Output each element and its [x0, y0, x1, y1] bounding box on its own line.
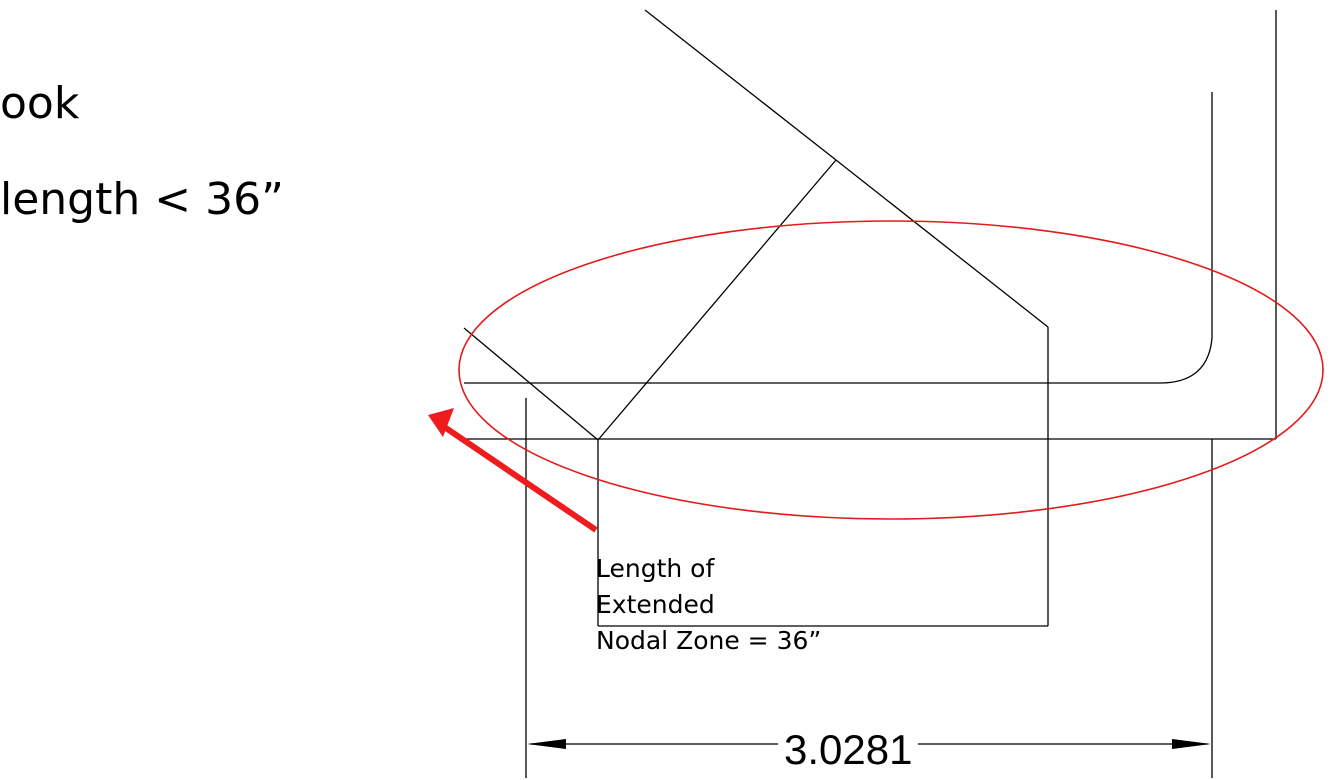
upper-right-diagonal-line [835, 159, 1049, 328]
dimension-arrow-right [1172, 739, 1211, 749]
nodal-zone-highlight-ellipse [458, 220, 1324, 520]
top-diagonal-line [644, 9, 837, 161]
left-diagonal-line [463, 327, 599, 441]
callout-label-block: Length of Extended Nodal Zone = 36” [596, 551, 836, 659]
callout-arrowhead [428, 408, 454, 437]
callout-label-line-2: Nodal Zone = 36” [596, 626, 822, 655]
bullet-text-line-1: ook [0, 78, 80, 129]
bullet-text-line-2: length < 36” [0, 174, 284, 225]
callout-label: Length of Extended Nodal Zone = 36” [596, 551, 836, 659]
dimension-arrow-left [527, 739, 566, 749]
dimension-value-label: 3.0281 [778, 729, 919, 771]
callout-label-line-1: Length of Extended [596, 554, 715, 619]
inner-strut-line [597, 159, 837, 441]
corner-bend-arc [1159, 337, 1213, 384]
callout-arrow-shaft [438, 421, 598, 533]
